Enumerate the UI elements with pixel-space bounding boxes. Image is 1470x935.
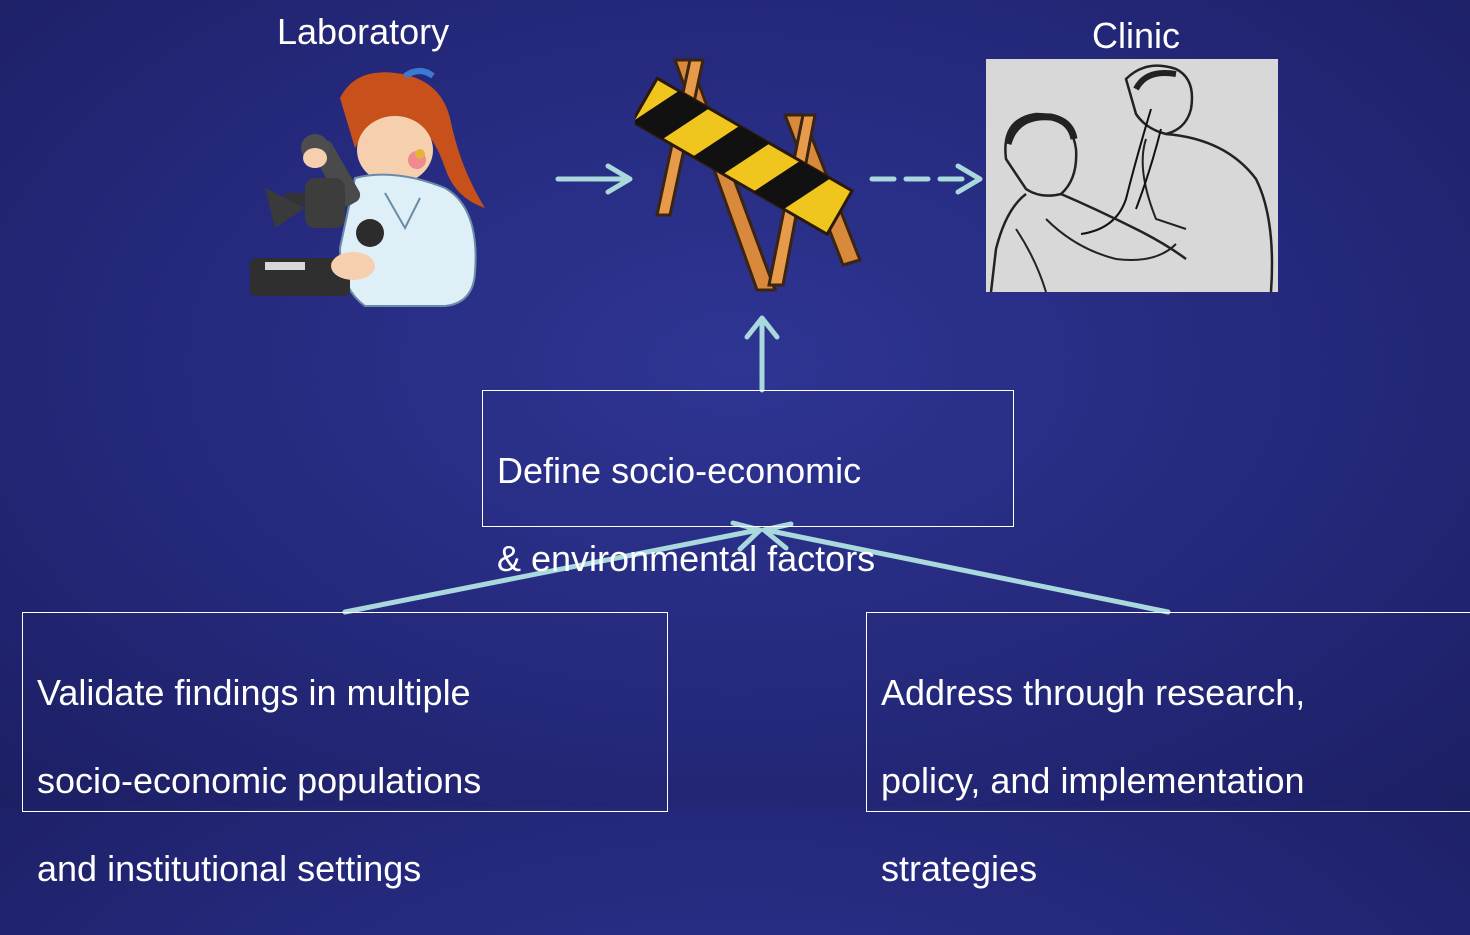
scientist-microscope-icon — [250, 68, 485, 307]
define-factors-line-2: & environmental factors — [497, 538, 876, 579]
validate-findings-line-2: socio-economic populations — [37, 760, 482, 801]
doctor-patient-icon — [986, 59, 1278, 292]
define-factors-line-1: Define socio-economic — [497, 450, 862, 491]
validate-findings-box: Validate findings in multiple socio-econ… — [22, 612, 668, 889]
arrow-validate-to-define — [342, 527, 761, 615]
define-factors-box: Define socio-economic & environmental fa… — [482, 390, 1014, 579]
address-strategies-line-2: policy, and implementation — [881, 760, 1305, 801]
clinic-label: Clinic — [1092, 15, 1181, 56]
validate-findings-line-3: and institutional settings — [37, 848, 422, 889]
diagram-connectors — [342, 163, 1171, 615]
validate-findings-line-1: Validate findings in multiple — [37, 672, 471, 713]
road-barrier-icon — [635, 58, 862, 292]
arrow-address-to-define — [763, 527, 1171, 615]
address-strategies-line-1: Address through research, — [881, 672, 1306, 713]
address-strategies-box: Address through research, policy, and im… — [866, 612, 1470, 889]
laboratory-label: Laboratory — [277, 11, 450, 52]
address-strategies-line-3: strategies — [881, 848, 1038, 889]
